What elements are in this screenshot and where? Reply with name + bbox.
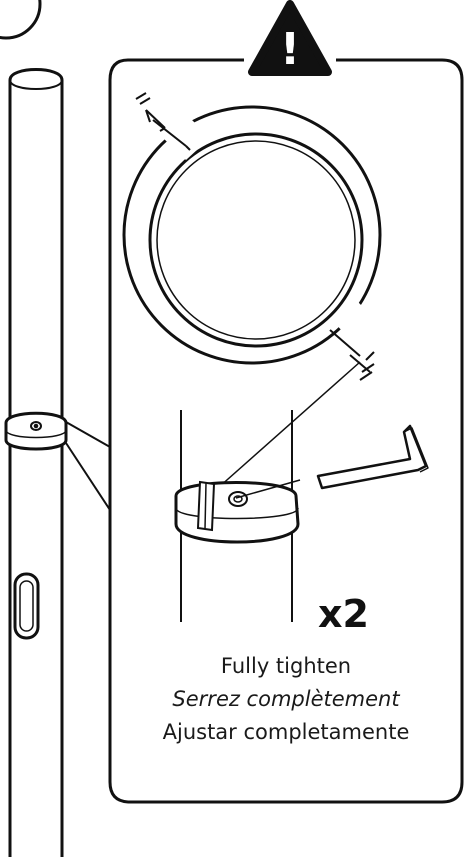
quantity-label: x2: [318, 592, 369, 636]
equal-gap-marker-top: [135, 92, 166, 132]
warning-triangle-icon: !: [248, 0, 332, 76]
leader-line: [209, 361, 361, 496]
detail-panel-frame: [108, 58, 464, 804]
equal-gap-marker-bottom: [349, 351, 375, 381]
pole-slot: [13, 572, 40, 640]
pole-clamp-collar: [4, 411, 68, 451]
instruction-spanish: Ajustar completamente: [162, 720, 410, 744]
allen-key-icon: [316, 424, 429, 490]
callout-connector: [65, 421, 111, 511]
clamp-top-view: [122, 105, 382, 365]
pole-tube: [8, 68, 64, 857]
clamp-closeup: [174, 479, 301, 544]
warning-exclamation: !: [280, 24, 300, 75]
instruction-english: Fully tighten: [220, 654, 352, 678]
step-number-badge: [0, 0, 42, 40]
instruction-french: Serrez complètement: [172, 687, 400, 711]
